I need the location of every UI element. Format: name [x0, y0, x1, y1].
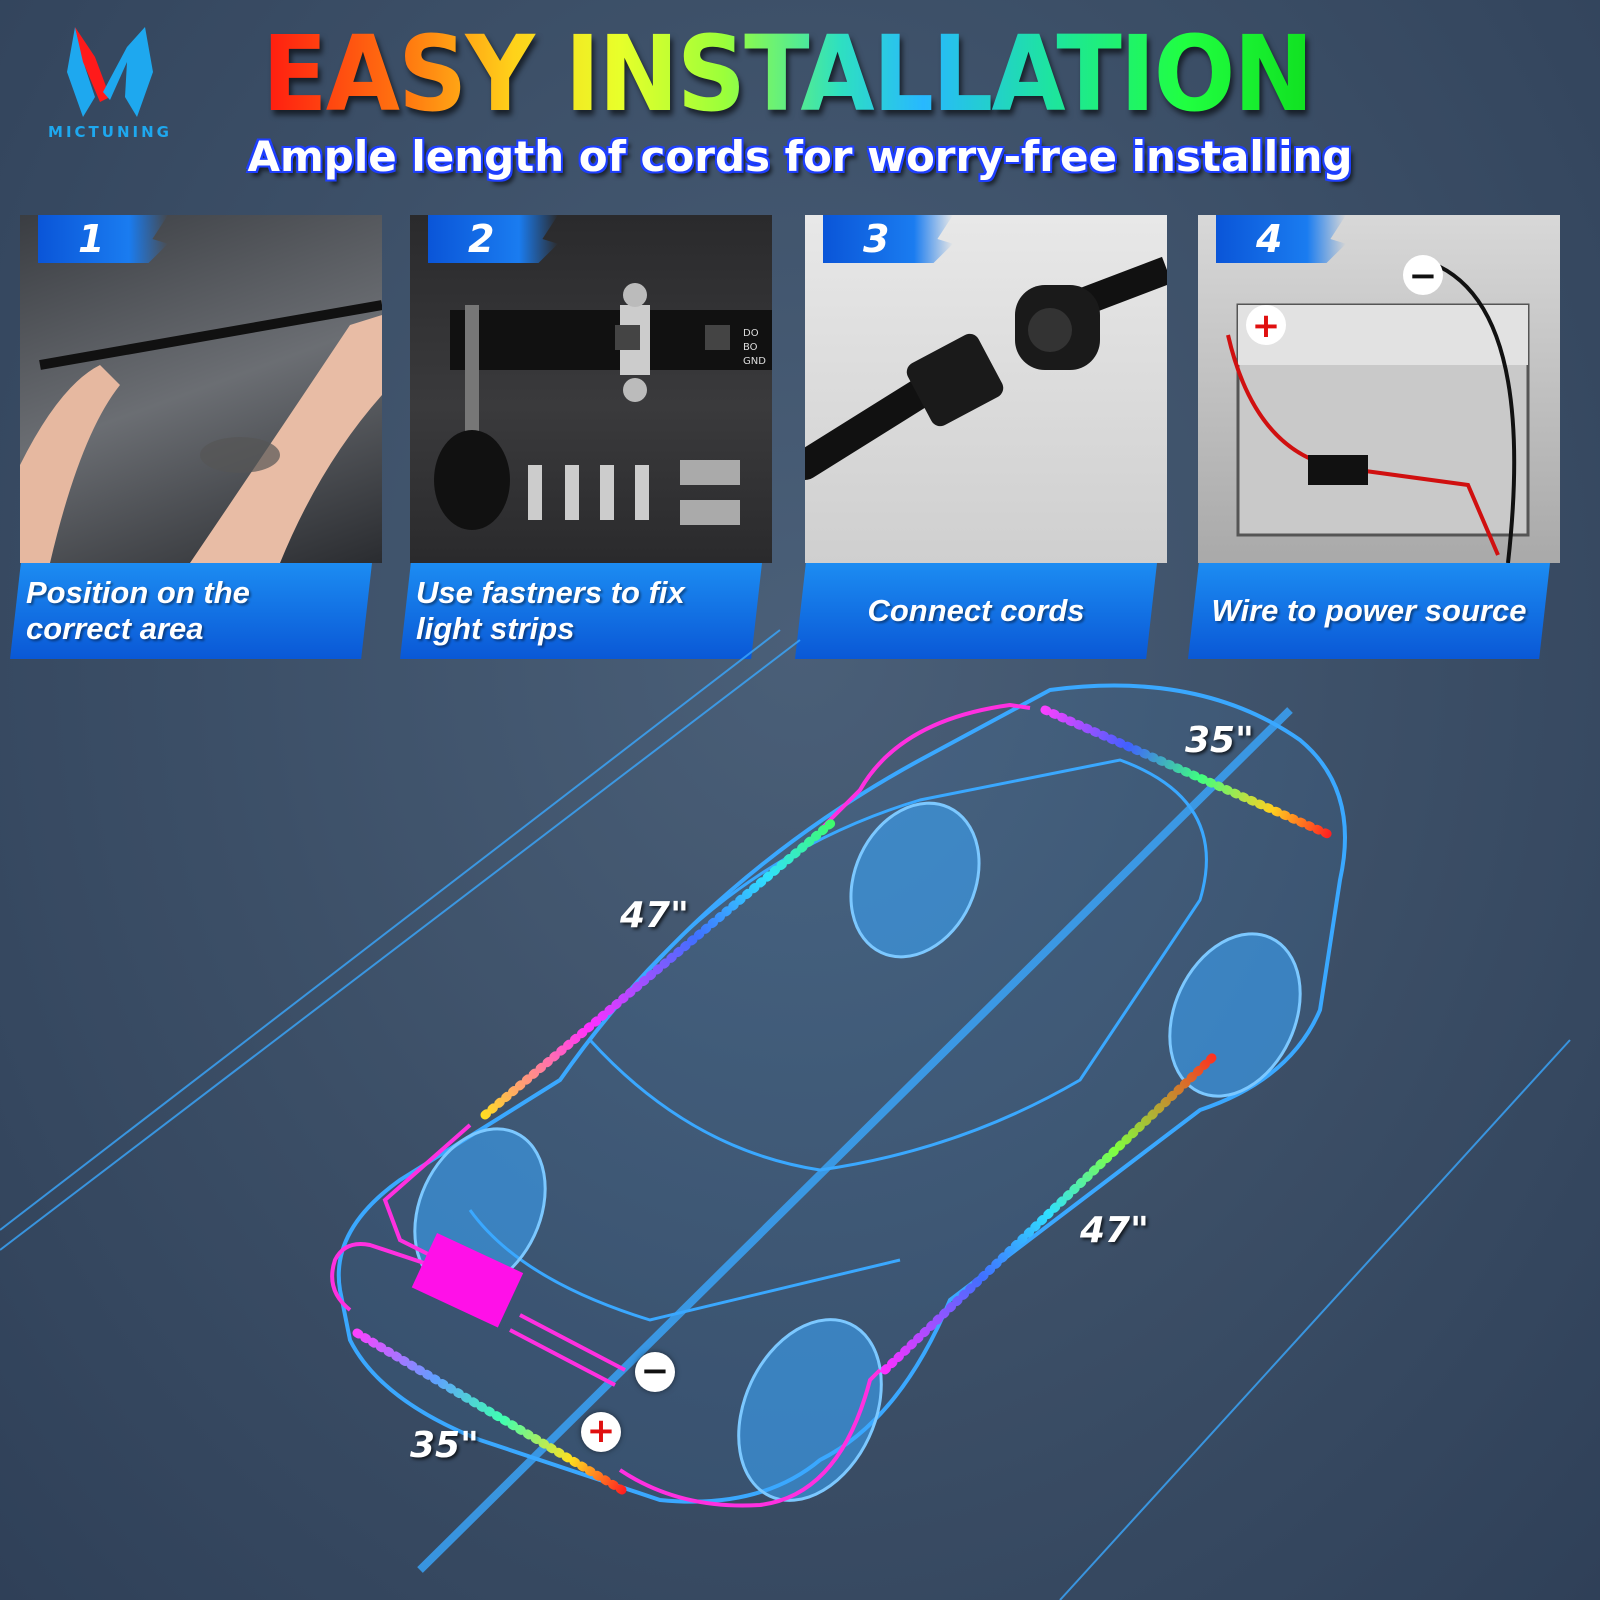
step-caption-4: Wire to power source — [1188, 563, 1550, 659]
led-strips — [352, 705, 1335, 1495]
measurement-rear: 35" — [1185, 720, 1254, 761]
step-4-photo: + − — [1198, 215, 1560, 563]
step-number-1: 1 — [38, 215, 168, 263]
step-number-3: 3 — [823, 215, 953, 263]
road-lines — [0, 629, 1571, 1600]
led-strip-rear — [1040, 705, 1335, 840]
measurement-front: 35" — [410, 1425, 479, 1466]
step-panel-2: DO BO GND 2 Use fastners to fix light st… — [400, 215, 772, 659]
strip-label-bo: BO — [743, 342, 758, 353]
page-subtitle: Ample length of cords for worry-free ins… — [247, 132, 1353, 181]
led-strip-left — [480, 815, 840, 1120]
page-title: EASY INSTALLATION — [262, 13, 1314, 135]
measurement-left: 47" — [620, 895, 689, 936]
mictuning-logo-icon — [67, 27, 153, 117]
step-number-4: 4 — [1216, 215, 1346, 263]
step-caption-3: Connect cords — [795, 563, 1157, 659]
step-caption-1: Position on the correct area — [10, 563, 372, 659]
step-number-2: 2 — [428, 215, 558, 263]
negative-terminal-icon: − — [635, 1352, 675, 1392]
strip-label-gnd: GND — [743, 356, 766, 367]
control-box — [411, 1232, 524, 1328]
positive-terminal-icon: + — [581, 1412, 621, 1452]
step-1-photo — [20, 215, 382, 563]
strip-label-do: DO — [743, 328, 759, 339]
step-panel-4: + − 4 Wire to power source — [1188, 215, 1560, 659]
step-panel-3: 3 Connect cords — [795, 215, 1167, 659]
logo-text: MICTUNING — [48, 123, 172, 141]
battery-positive-icon: + — [1252, 306, 1281, 346]
led-strip-front — [352, 1328, 627, 1495]
step-panel-1: 1 Position on the correct area — [10, 215, 382, 659]
step-caption-2: Use fastners to fix light strips — [400, 563, 762, 659]
measurement-right: 47" — [1080, 1210, 1149, 1251]
led-strip-right — [880, 1050, 1220, 1375]
battery-negative-icon: − — [1409, 256, 1438, 296]
step-3-photo — [805, 215, 1167, 563]
brand-logo: MICTUNING — [30, 22, 190, 141]
step-2-photo: DO BO GND — [410, 215, 772, 563]
